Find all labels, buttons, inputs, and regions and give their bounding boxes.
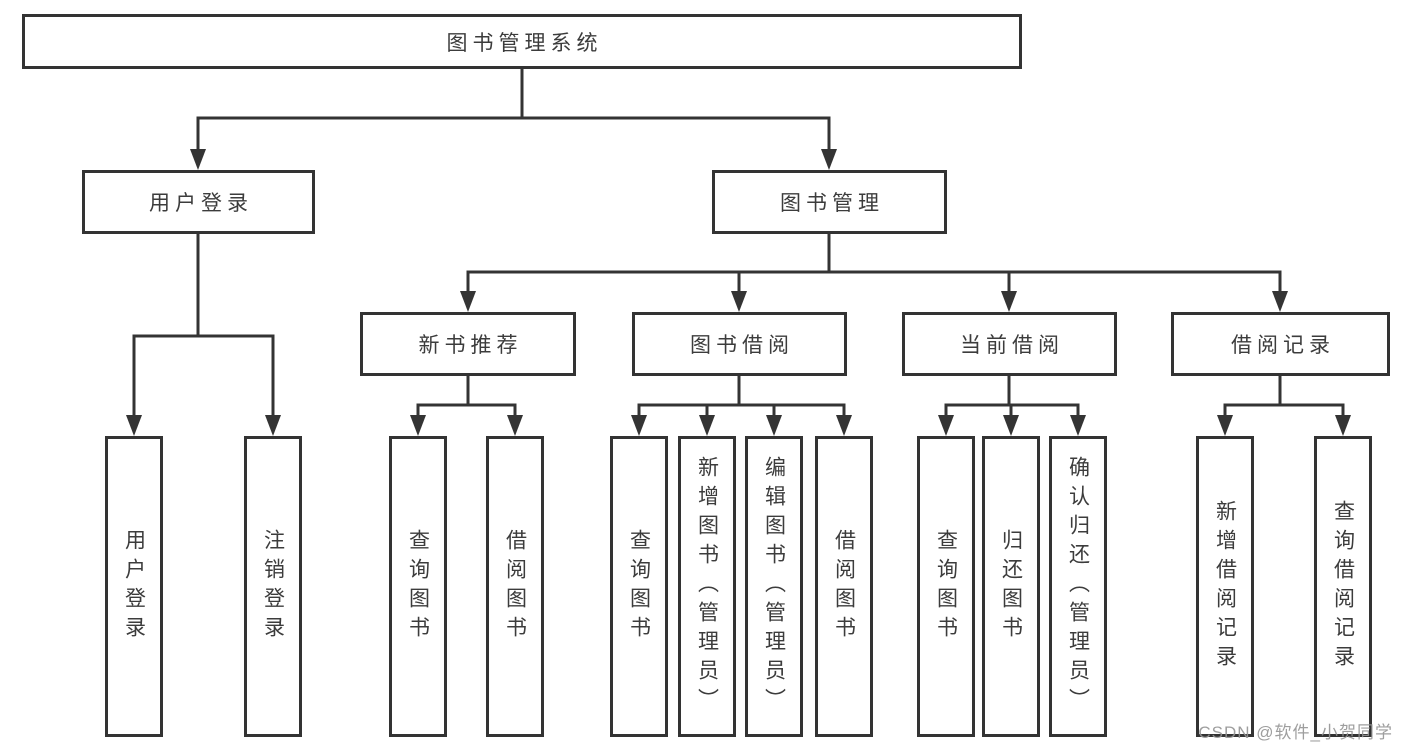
leaf-nb-borrow-books-label: 借阅图书 — [503, 528, 527, 645]
leaf-cb-confirm-return: 确认归还（管理员） — [1049, 436, 1107, 737]
arrowhead-down-icon — [1217, 415, 1233, 436]
arrowhead-down-icon — [126, 415, 142, 436]
arrowhead-down-icon — [1272, 291, 1288, 312]
node-book-borrow-label: 图书借阅 — [690, 334, 794, 357]
leaf-cb-confirm-return-label: 确认归还（管理员） — [1066, 456, 1090, 717]
node-user-login-label: 用户登录 — [149, 192, 253, 215]
node-root-library-system: 图书管理系统 — [22, 14, 1022, 69]
arrowhead-down-icon — [766, 415, 782, 436]
arrowhead-down-icon — [1001, 291, 1017, 312]
arrowhead-down-icon — [265, 415, 281, 436]
arrowhead-down-icon — [1335, 415, 1351, 436]
leaf-bb-query-books-label: 查询图书 — [627, 528, 651, 645]
leaf-br-query-record: 查询借阅记录 — [1314, 436, 1372, 737]
arrowhead-down-icon — [731, 291, 747, 312]
leaf-br-add-record-label: 新增借阅记录 — [1213, 499, 1237, 674]
leaf-br-query-record-label: 查询借阅记录 — [1331, 499, 1355, 674]
arrowhead-down-icon — [821, 149, 837, 170]
leaf-logout: 注销登录 — [244, 436, 302, 737]
leaf-user-login: 用户登录 — [105, 436, 163, 737]
leaf-nb-query-books: 查询图书 — [389, 436, 447, 737]
leaf-bb-add-books: 新增图书（管理员） — [678, 436, 736, 737]
node-book-management-label: 图书管理 — [780, 192, 884, 215]
arrowhead-down-icon — [699, 415, 715, 436]
arrowhead-down-icon — [190, 149, 206, 170]
leaf-br-add-record: 新增借阅记录 — [1196, 436, 1254, 737]
arrowhead-down-icon — [1070, 415, 1086, 436]
arrowhead-down-icon — [410, 415, 426, 436]
leaf-bb-borrow-books-label: 借阅图书 — [832, 528, 856, 645]
leaf-bb-add-books-label: 新增图书（管理员） — [695, 456, 719, 717]
node-current-borrow-label: 当前借阅 — [960, 334, 1064, 357]
leaf-nb-borrow-books: 借阅图书 — [486, 436, 544, 737]
node-book-borrow: 图书借阅 — [632, 312, 847, 376]
node-borrow-records-label: 借阅记录 — [1231, 334, 1335, 357]
leaf-cb-return-books: 归还图书 — [982, 436, 1040, 737]
node-new-book-recommend-label: 新书推荐 — [418, 334, 523, 357]
node-root-label: 图书管理系统 — [446, 31, 603, 55]
leaf-cb-return-books-label: 归还图书 — [999, 528, 1023, 645]
arrowhead-down-icon — [460, 291, 476, 312]
node-user-login: 用户登录 — [82, 170, 315, 234]
leaf-bb-edit-books: 编辑图书（管理员） — [745, 436, 803, 737]
arrowhead-down-icon — [938, 415, 954, 436]
arrowhead-down-icon — [507, 415, 523, 436]
leaf-cb-query-books-label: 查询图书 — [934, 528, 958, 645]
csdn-watermark: CSDN @软件_小贺同学 — [1198, 723, 1393, 742]
arrowhead-down-icon — [631, 415, 647, 436]
leaf-cb-query-books: 查询图书 — [917, 436, 975, 737]
node-new-book-recommend: 新书推荐 — [360, 312, 576, 376]
arrowhead-down-icon — [1003, 415, 1019, 436]
leaf-bb-edit-books-label: 编辑图书（管理员） — [762, 456, 786, 717]
arrowhead-down-icon — [836, 415, 852, 436]
leaf-bb-query-books: 查询图书 — [610, 436, 668, 737]
node-book-management: 图书管理 — [712, 170, 947, 234]
leaf-user-login-label: 用户登录 — [122, 528, 146, 645]
leaf-nb-query-books-label: 查询图书 — [406, 528, 430, 645]
leaf-bb-borrow-books: 借阅图书 — [815, 436, 873, 737]
node-current-borrow: 当前借阅 — [902, 312, 1117, 376]
leaf-logout-label: 注销登录 — [261, 528, 285, 645]
node-borrow-records: 借阅记录 — [1171, 312, 1390, 376]
